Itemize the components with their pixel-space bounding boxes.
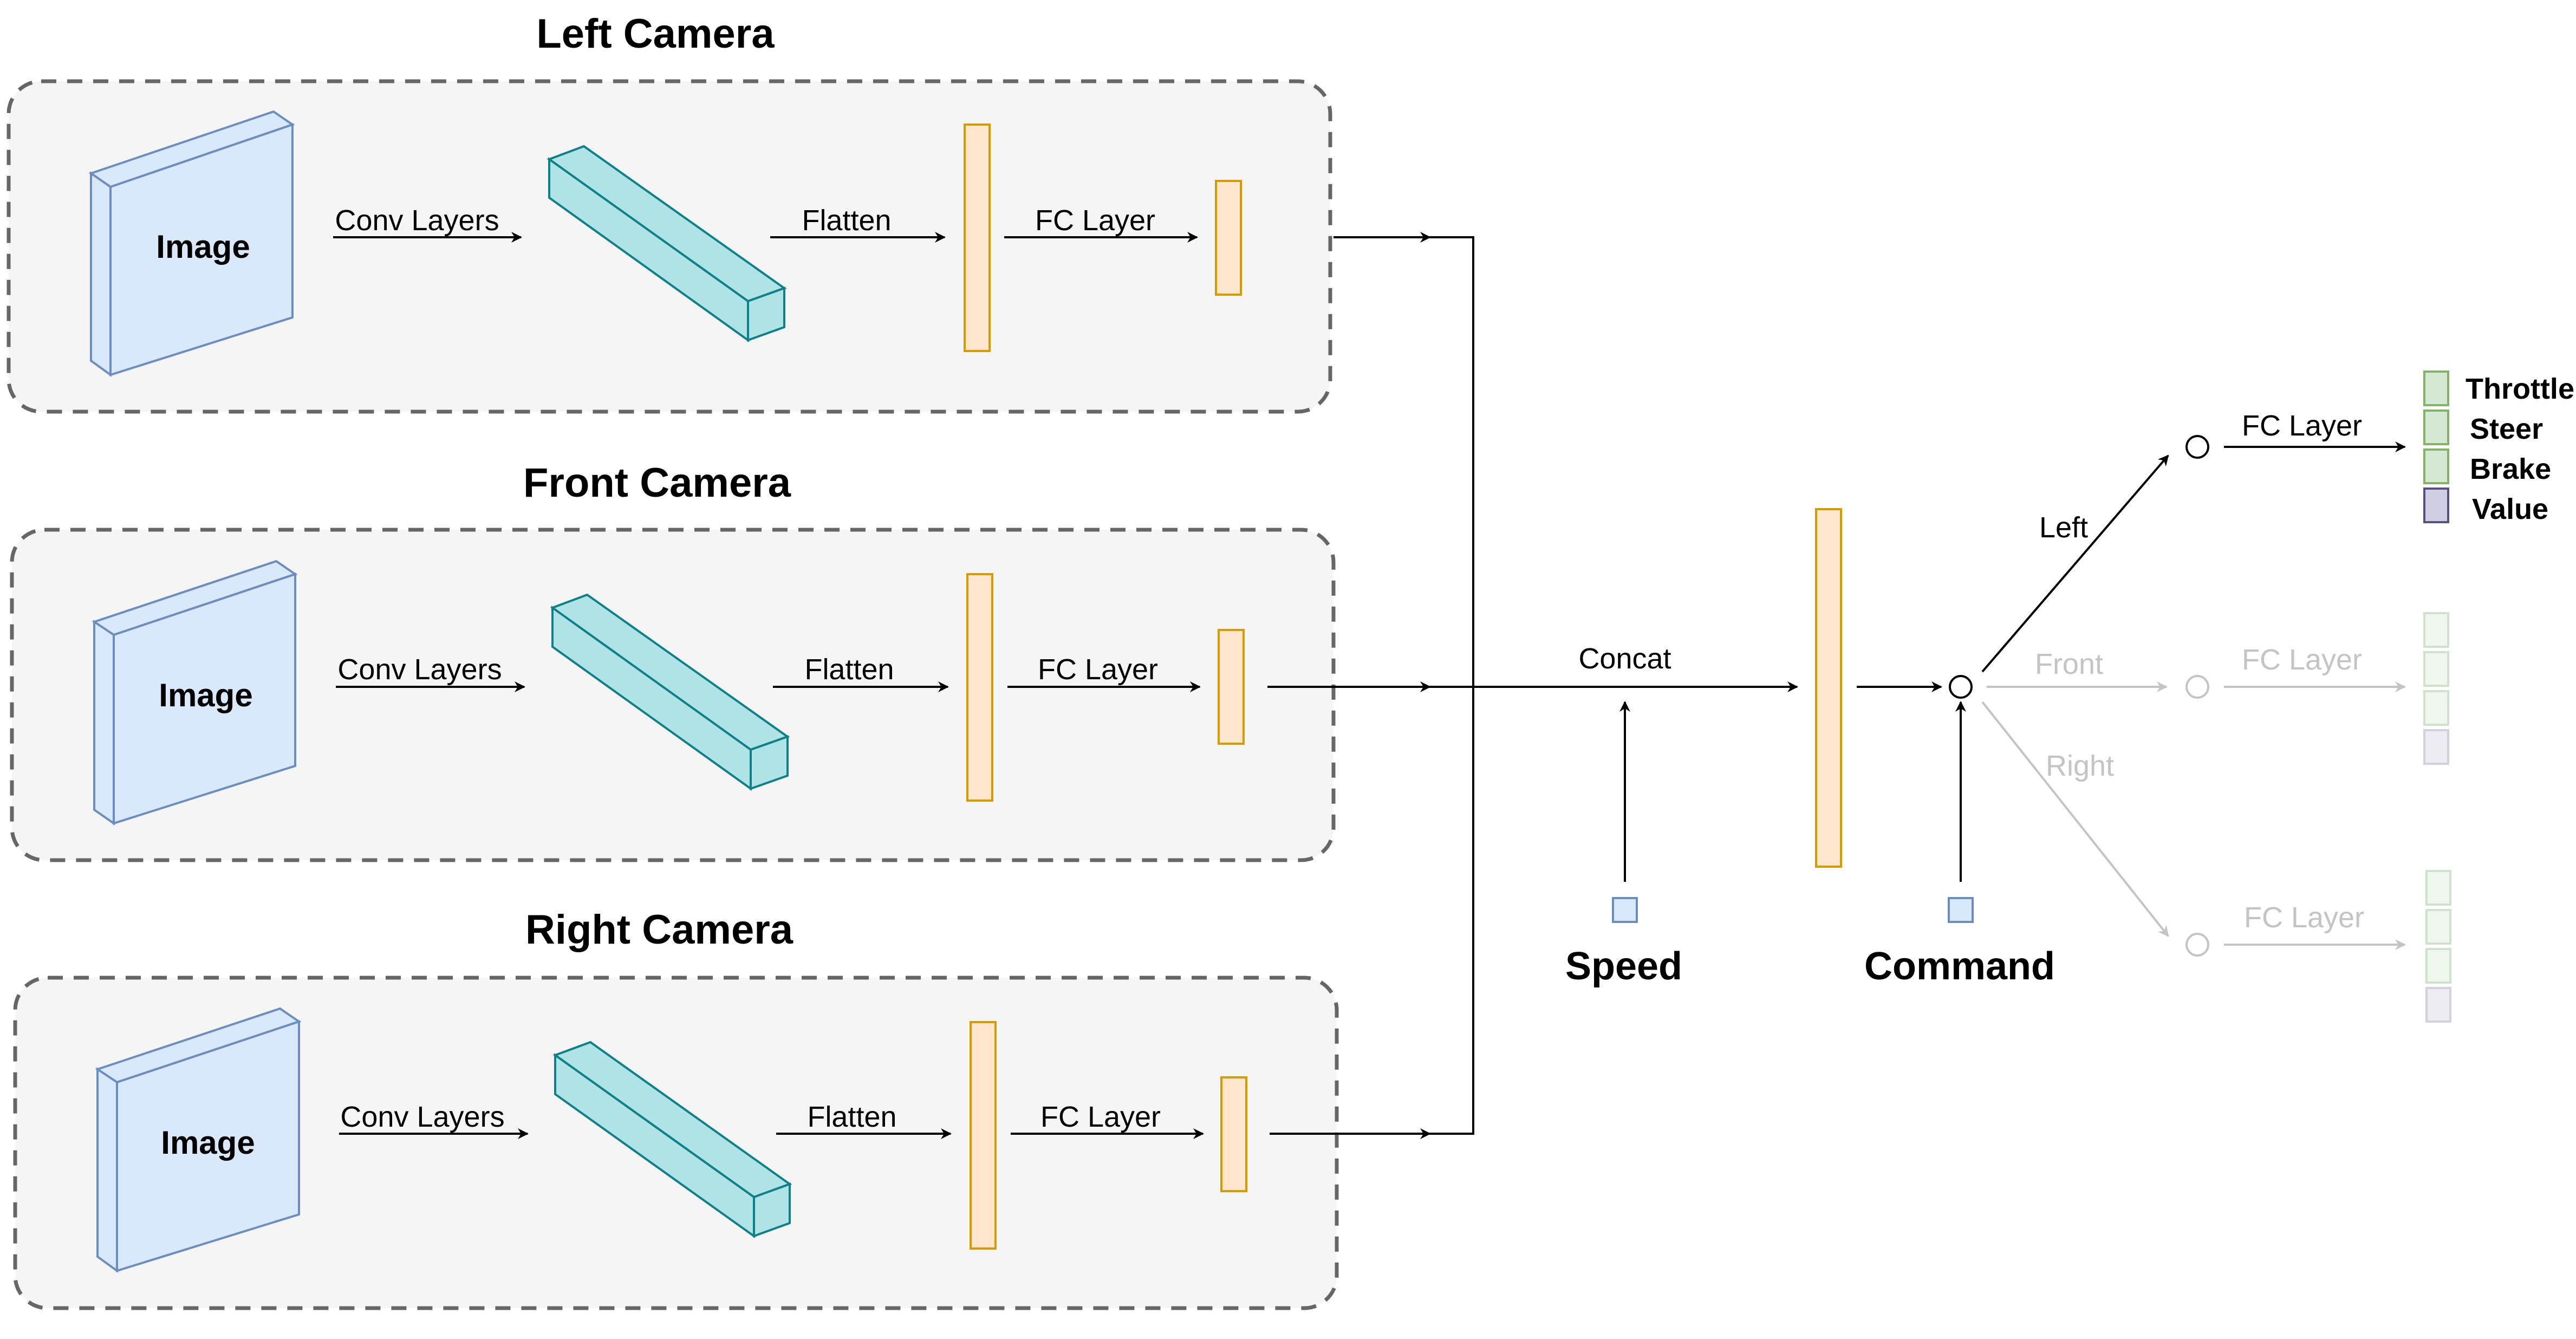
command-switch-node: [1949, 675, 1973, 699]
left-fc-label: FC Layer: [1035, 204, 1155, 237]
left-camera-module: Left Camera Image Conv Layers Flatten FC…: [6, 11, 1332, 414]
left-flatten-label: Flatten: [802, 204, 891, 237]
branch-right-label: Right: [2046, 750, 2114, 782]
branch-front-node: [2185, 675, 2209, 699]
branch-right-fc-label: FC Layer: [2244, 901, 2364, 934]
command-input-node: [1948, 897, 1974, 923]
right-flatten-label: Flatten: [807, 1101, 896, 1133]
right-output-cell: [2425, 870, 2451, 906]
output-brake-cell: [2423, 448, 2449, 484]
left-image-block: Image: [88, 110, 295, 377]
output-value-label: Value: [2472, 493, 2548, 525]
command-label: Command: [1864, 945, 2055, 988]
front-conv-label: Conv Layers: [337, 653, 502, 686]
concat-label: Concat: [1578, 642, 1671, 675]
right-conv-block: [552, 1041, 792, 1238]
right-image-label: Image: [161, 1124, 255, 1161]
front-camera-module: Front Camera Image Conv Layers Flatten F…: [10, 460, 1336, 862]
front-output-cell: [2423, 612, 2449, 648]
speed-input-node: [1612, 897, 1638, 923]
left-fc-vector: [1215, 180, 1242, 296]
front-flatten-vector: [966, 573, 993, 802]
front-output-cell: [2423, 690, 2449, 726]
branch-front-fc-label: FC Layer: [2242, 644, 2362, 676]
left-conv-block: [547, 145, 787, 342]
front-conv-block: [550, 593, 790, 791]
camera-merge-connectors: [1267, 232, 1798, 1139]
output-brake-label: Brake: [2470, 453, 2551, 485]
branch-right-node: [2185, 933, 2209, 957]
right-flatten-vector: [970, 1021, 997, 1250]
right-output-cell: [2425, 909, 2451, 945]
right-conv-label: Conv Layers: [340, 1101, 504, 1133]
output-throttle-label: Throttle: [2466, 373, 2574, 405]
branch-left-node: [2185, 435, 2209, 459]
left-image-label: Image: [156, 229, 250, 265]
front-image-block: Image: [92, 560, 298, 826]
front-output-cell: [2423, 651, 2449, 687]
right-output-cell: [2425, 948, 2451, 984]
output-steer-cell: [2423, 410, 2449, 445]
branch-left-label: Left: [2039, 511, 2088, 544]
right-image-block: Image: [95, 1007, 302, 1273]
branch-right: Right FC Layer: [1981, 701, 2451, 1023]
front-image-label: Image: [159, 677, 252, 713]
front-camera-title: Front Camera: [523, 460, 791, 506]
front-flatten-label: Flatten: [804, 653, 894, 686]
right-fc-vector: [1220, 1076, 1247, 1192]
branch-left-fc-label: FC Layer: [2242, 410, 2362, 442]
branch-left: Left FC Layer Throttle Steer Brake Value: [1981, 370, 2574, 673]
left-camera-title: Left Camera: [536, 11, 775, 57]
front-fc-label: FC Layer: [1038, 653, 1158, 686]
branch-left-arrow: [1981, 454, 2169, 673]
output-steer-label: Steer: [2470, 413, 2543, 445]
left-conv-label: Conv Layers: [335, 204, 499, 237]
branch-front: Front FC Layer: [1987, 612, 2449, 765]
right-fc-label: FC Layer: [1040, 1101, 1161, 1133]
output-throttle-cell: [2423, 370, 2449, 406]
right-camera-title: Right Camera: [525, 907, 793, 953]
front-output-cell: [2423, 729, 2449, 765]
concat-vector: [1815, 508, 1842, 868]
speed-label: Speed: [1565, 945, 1682, 988]
right-output-cell: [2425, 987, 2451, 1023]
left-flatten-vector: [964, 123, 991, 352]
front-fc-vector: [1218, 629, 1245, 745]
branch-front-label: Front: [2035, 648, 2103, 680]
right-camera-module: Right Camera Image Conv Layers Flatten F…: [13, 907, 1339, 1310]
output-value-cell: [2423, 487, 2449, 523]
branch-right-arrow: [1981, 701, 2169, 937]
